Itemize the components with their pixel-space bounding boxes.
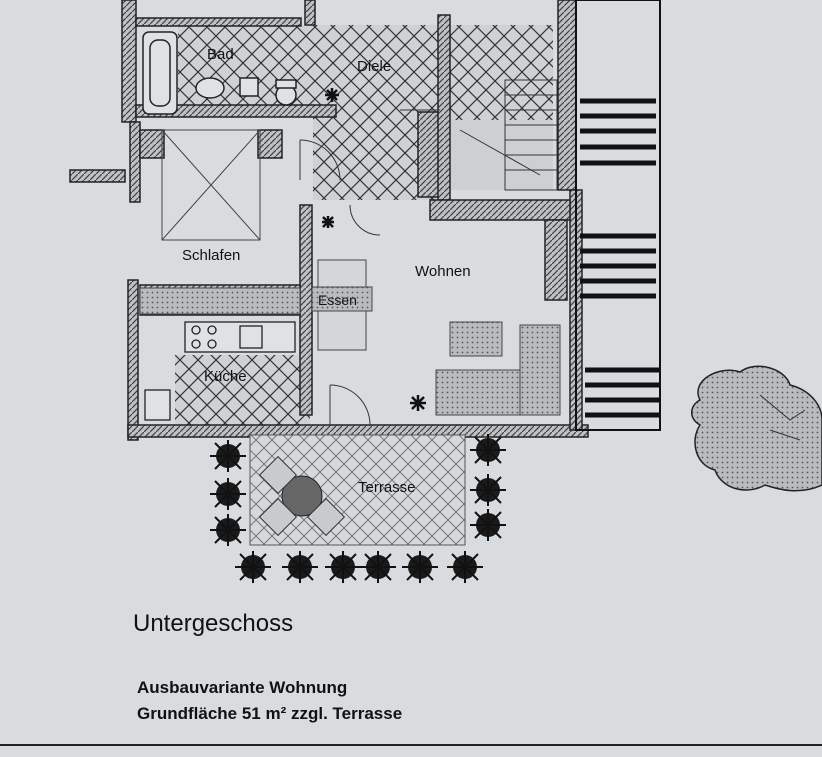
bathroom-fixtures <box>142 31 297 115</box>
room-label-terrasse: Terrasse <box>358 479 416 496</box>
plan-title: Untergeschoss <box>133 610 294 637</box>
kitchen-counter <box>144 321 296 421</box>
plan-variant: Ausbauvariante Wohnung <box>137 678 348 697</box>
room-label-diele: Diele <box>357 58 392 75</box>
floor-tiles <box>175 25 553 425</box>
room-label-kueche: Küche <box>204 368 247 385</box>
room-label-schlafen: Schlafen <box>182 247 241 264</box>
tree <box>691 365 822 492</box>
room-label-wohnen: Wohnen <box>415 263 471 280</box>
stairs <box>575 0 661 431</box>
living-furniture <box>311 259 561 416</box>
shrubs <box>210 434 506 583</box>
room-label-essen: Essen <box>318 292 357 308</box>
plan-area: Grundfläche 51 m² zzgl. Terrasse <box>137 704 403 723</box>
page-divider <box>0 744 822 746</box>
indoor-plants <box>322 88 426 411</box>
bedroom-furniture <box>139 129 301 315</box>
inner-stair <box>459 79 558 191</box>
terrace <box>249 434 466 546</box>
room-label-bad: Bad <box>207 46 234 63</box>
doors <box>299 109 440 426</box>
